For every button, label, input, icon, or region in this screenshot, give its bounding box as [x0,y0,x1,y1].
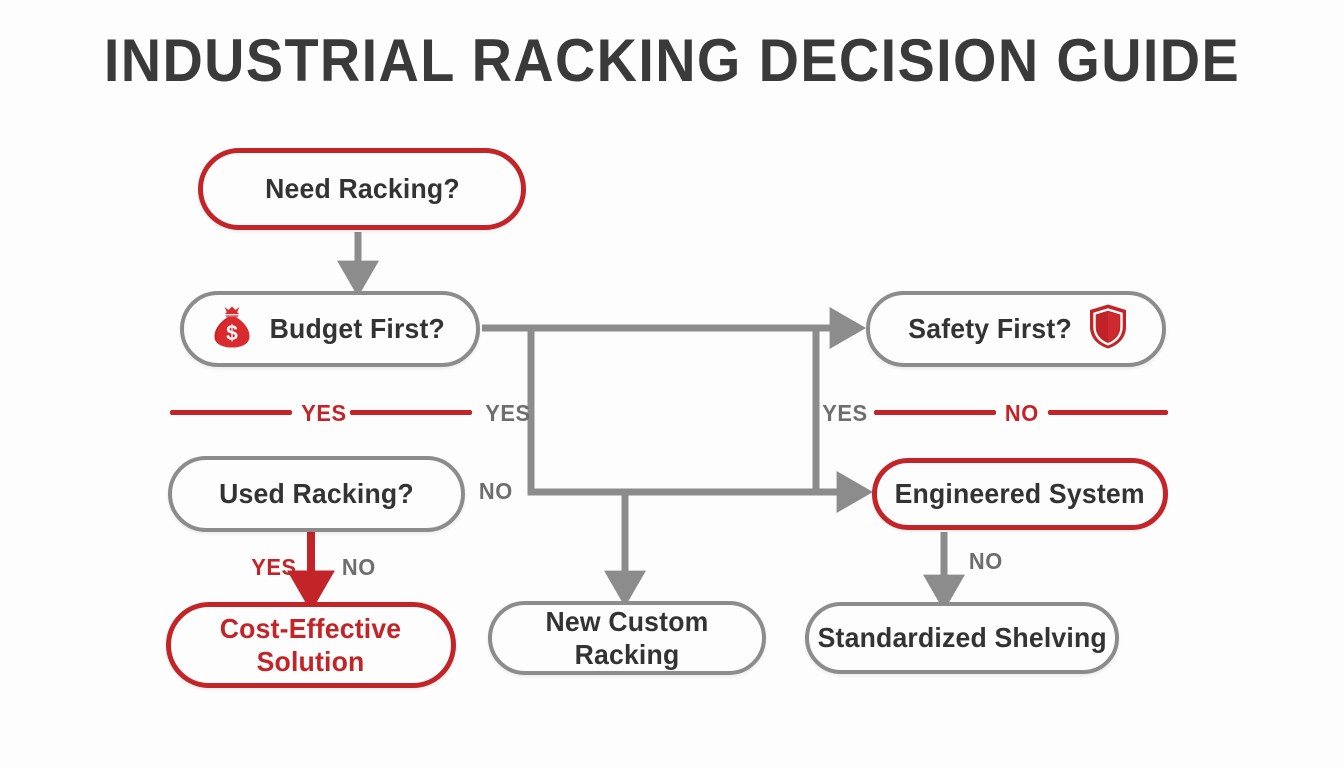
edge-label-used-yes-red: YES [251,554,297,580]
edge-label-safety-yes-gray: YES [822,400,868,426]
edge-label-used-no-gray: NO [478,478,513,504]
node-new-custom-racking[interactable]: New Custom Racking [488,601,766,675]
edge-label-safety-no-red: NO [1004,400,1039,426]
node-engineered-system[interactable]: Engineered System [872,458,1168,530]
edge-label-eng-no-gray: NO [968,548,1003,574]
node-used-racking-label: Used Racking? [219,478,414,510]
node-cost-effective-line-1: Cost-Effective [220,612,402,644]
page-title: INDUSTRIAL RACKING DECISION GUIDE [103,27,1241,94]
node-safety-first-label: Safety First? [908,313,1072,345]
node-need-racking-label: Need Racking? [264,173,460,205]
node-standardized-shelving-label: Standardized Shelving [817,622,1107,654]
node-cost-effective-line-2: Solution [257,646,365,677]
node-used-racking[interactable]: Used Racking? [168,456,465,532]
node-new-custom-racking-label: New Custom Racking [545,605,709,670]
node-standardized-shelving[interactable]: Standardized Shelving [805,602,1119,674]
divider-left [170,410,292,415]
node-cost-effective-solution-label: Cost-Effective Solution [220,612,402,678]
shield-icon [1088,303,1128,355]
node-safety-first[interactable]: Safety First? [866,291,1166,367]
divider-right-left [874,410,996,415]
divider-right-right [1048,410,1168,415]
node-budget-first-label: Budget First? [269,313,445,345]
money-bag-icon: $ [211,305,253,354]
node-cost-effective-solution[interactable]: Cost-Effective Solution [166,602,456,688]
node-budget-first[interactable]: $ Budget First? [180,291,480,367]
node-need-racking[interactable]: Need Racking? [198,148,526,230]
svg-text:$: $ [226,322,238,345]
divider-mid-left [350,410,472,415]
edge-label-budget-yes-gray: YES [485,400,531,426]
node-engineered-system-label: Engineered System [894,478,1146,510]
edge-label-budget-yes-red: YES [301,400,347,426]
edge-label-used-no-gray-2: NO [341,554,376,580]
